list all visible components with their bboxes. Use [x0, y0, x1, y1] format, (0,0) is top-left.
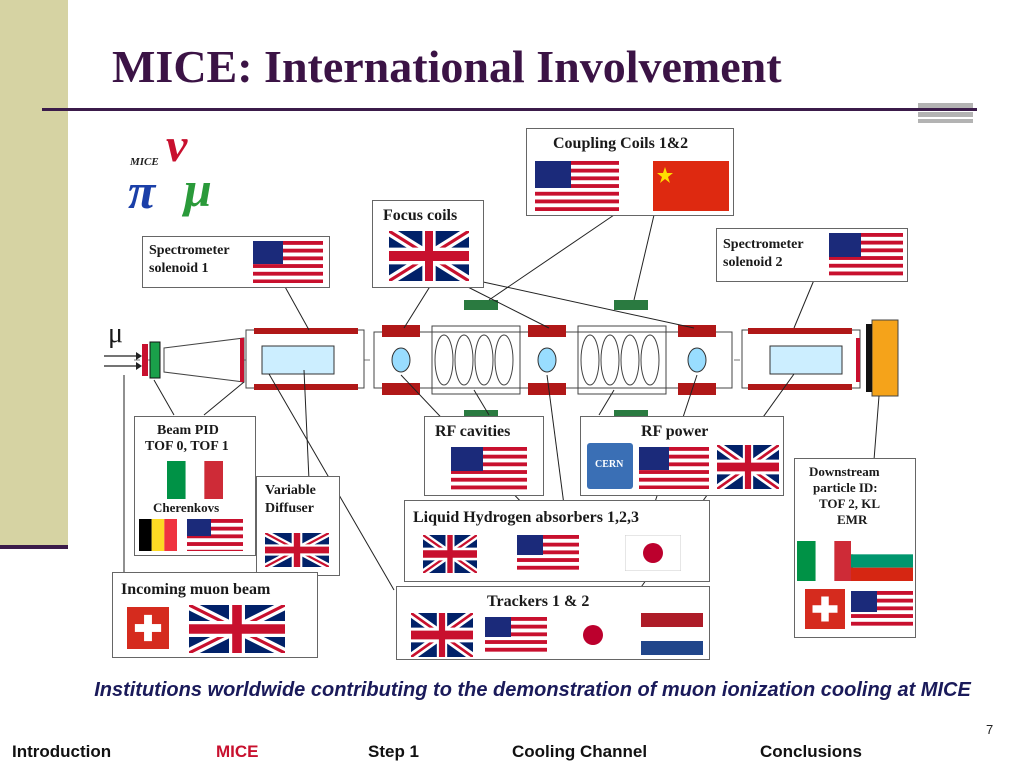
us-flag [829, 233, 903, 277]
spectrometer-2-label-line1: Spectrometer [723, 237, 804, 252]
us-flag [517, 535, 579, 571]
netherlands-flag [641, 613, 703, 655]
logo-text: MICE [130, 156, 159, 168]
cherenkovs-label: Cherenkovs [153, 500, 220, 515]
downstream-label-line2: particle ID: [813, 480, 878, 495]
downstream-label-line3: TOF 2, KL [819, 496, 881, 511]
uk-flag [717, 445, 779, 489]
beam-pid-label-line1: Beam PID [157, 423, 219, 438]
uk-flag [423, 535, 477, 573]
focus-coils-label: Focus coils [383, 207, 458, 224]
logo-nu: ν [166, 119, 188, 172]
trackers-box: Trackers 1 & 2 [396, 586, 710, 660]
incoming-muon-beam-box: Incoming muon beam [112, 572, 318, 658]
italy-flag [797, 541, 853, 581]
beam-pid-label-line2: TOF 0, TOF 1 [145, 439, 229, 454]
nav-step-1[interactable]: Step 1 [368, 742, 420, 761]
decor-bar-3 [918, 119, 973, 123]
us-flag [851, 591, 913, 629]
rf-cavities-label: RF cavities [435, 423, 511, 440]
uk-flag [265, 533, 329, 567]
nav-cooling-channel[interactable]: Cooling Channel [512, 742, 648, 761]
liquid-hydrogen-box: Liquid Hydrogen absorbers 1,2,3 [404, 500, 710, 582]
spectrometer-solenoid-2-box: Spectrometer solenoid 2 [716, 228, 908, 282]
coupling-coils-box: Coupling Coils 1&2 [526, 128, 734, 216]
us-flag [451, 447, 527, 491]
swiss-flag [127, 607, 169, 649]
nav-mice[interactable]: MICE [216, 742, 259, 761]
liquid-hydrogen-label: Liquid Hydrogen absorbers 1,2,3 [413, 509, 639, 526]
downstream-pid-box: Downstream particle ID: TOF 2, KL EMR [794, 458, 916, 638]
downstream-label-line4: EMR [837, 512, 868, 527]
bulgaria-flag [851, 541, 913, 581]
swiss-flag [805, 589, 845, 629]
logo-pi: π [128, 163, 156, 219]
rf-cavities-box: RF cavities [424, 416, 544, 496]
cern-logo-text: CERN [595, 459, 624, 470]
sidebar-underline [0, 545, 68, 549]
mice-diagram: MICE π ν μ μ Coupling Coils 1&2 Focus co… [94, 119, 918, 660]
focus-coils-box: Focus coils [372, 200, 484, 288]
downstream-label-line1: Downstream [809, 464, 880, 479]
logo-mu: μ [184, 161, 212, 217]
us-flag [187, 519, 243, 551]
title-rule [42, 108, 977, 111]
italy-flag [167, 461, 223, 499]
mice-logo: MICE π ν μ [124, 119, 234, 219]
diagram-canvas [104, 214, 899, 591]
japan-flag [565, 617, 621, 653]
page-number: 7 [986, 722, 994, 737]
decor-bar-1 [918, 103, 973, 108]
beam-symbol: μ [108, 318, 124, 349]
beam-pid-box: Beam PID TOF 0, TOF 1 Cherenkovs [134, 416, 256, 556]
uk-flag [189, 605, 285, 653]
rf-power-box: RF power CERN [580, 416, 784, 496]
page-title: MICE: International Involvement [112, 41, 782, 92]
decor-bar-2 [918, 112, 973, 117]
variable-diffuser-label-line2: Diffuser [265, 501, 314, 516]
spectrometer-2-label-line2: solenoid 2 [723, 255, 783, 270]
sidebar-band [0, 0, 68, 545]
slide-caption: Institutions worldwide contributing to t… [94, 679, 971, 701]
spectrometer-solenoid-1-box: Spectrometer solenoid 1 [142, 236, 330, 288]
rf-power-label: RF power [641, 423, 709, 440]
us-flag [485, 617, 547, 653]
variable-diffuser-box: Variable Diffuser [256, 476, 340, 576]
japan-flag [625, 535, 681, 571]
us-flag [253, 241, 323, 283]
spectrometer-1-label-line2: solenoid 1 [149, 261, 209, 276]
china-flag [653, 161, 729, 211]
trackers-label: Trackers 1 & 2 [487, 593, 590, 610]
nav-introduction[interactable]: Introduction [12, 742, 112, 761]
uk-flag [389, 231, 469, 281]
spectrometer-1-label-line1: Spectrometer [149, 243, 230, 258]
uk-flag [411, 613, 473, 657]
nav-conclusions[interactable]: Conclusions [760, 742, 863, 761]
cern-logo: CERN [587, 443, 633, 489]
variable-diffuser-label-line1: Variable [265, 483, 316, 498]
us-flag [639, 447, 709, 489]
us-flag [535, 161, 619, 211]
belgium-flag [139, 519, 177, 551]
beamline [104, 300, 899, 418]
incoming-muon-beam-label: Incoming muon beam [121, 581, 271, 598]
coupling-coils-label: Coupling Coils 1&2 [553, 135, 689, 152]
